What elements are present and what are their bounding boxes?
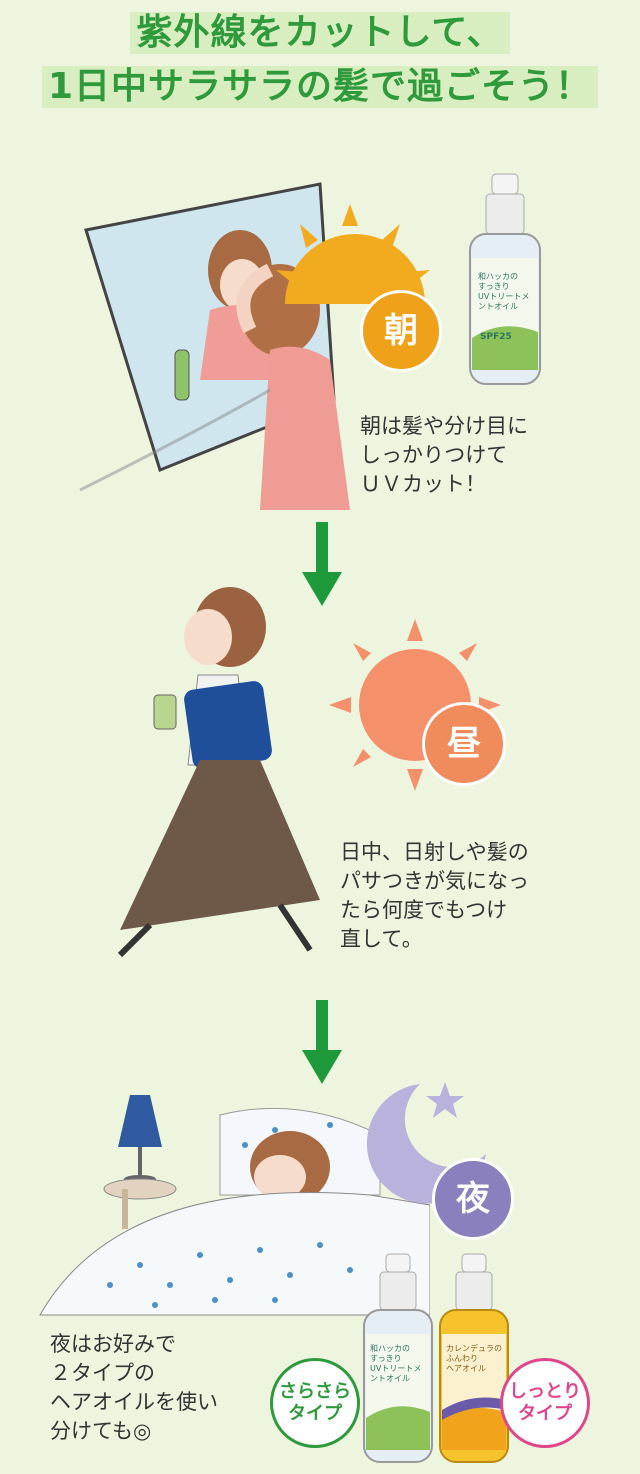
night-illustration bbox=[39, 1095, 430, 1316]
down-arrow-icon bbox=[302, 1000, 342, 1084]
headline-line-1: 紫外線をカットして、 bbox=[130, 12, 510, 54]
morning-badge: 朝 bbox=[360, 290, 442, 372]
noon-badge: 昼 bbox=[422, 702, 506, 786]
uv-oil-bottle bbox=[469, 173, 541, 385]
type-moist-bubble: しっとり タイプ bbox=[500, 1358, 590, 1448]
noon-caption: 日中、日射しや髪の パサつきが気になっ たら何度でもつけ 直して。 bbox=[340, 840, 529, 951]
woman-walking bbox=[117, 587, 320, 958]
noon-illustration bbox=[117, 587, 320, 958]
down-arrow-icon bbox=[302, 522, 342, 606]
headline-line-2: 1日中サラサラの髪で過ごそう！ bbox=[41, 66, 599, 108]
night-badge: 夜 bbox=[432, 1158, 514, 1240]
morning-illustration bbox=[79, 182, 350, 510]
bedside-lamp bbox=[103, 1095, 177, 1229]
uv-oil-bottle-night-label: 和ハッカの すっきり UVトリートメントオイル bbox=[370, 1344, 422, 1383]
hair-oil-bottle bbox=[439, 1253, 509, 1463]
morning-sun bbox=[276, 204, 430, 304]
uv-oil-bottle-night bbox=[363, 1253, 433, 1463]
hair-oil-bottle-label: カレンデュラの ふんわり ヘアオイル bbox=[446, 1344, 502, 1373]
uv-oil-spf: SPF25 bbox=[480, 332, 512, 342]
type-smooth-bubble: さらさら タイプ bbox=[270, 1358, 360, 1448]
sleeping-woman bbox=[219, 1107, 381, 1203]
headline: 紫外線をカットして、 1日中サラサラの髪で過ごそう！ bbox=[0, 6, 640, 114]
morning-caption: 朝は髪や分け目に しっかりつけて ＵＶカット！ bbox=[360, 414, 528, 496]
night-caption: 夜はお好みで ２タイプの ヘアオイルを使い 分けても◎ bbox=[50, 1332, 218, 1443]
uv-oil-bottle-label: 和ハッカの すっきり UVトリートメントオイル bbox=[478, 272, 530, 311]
